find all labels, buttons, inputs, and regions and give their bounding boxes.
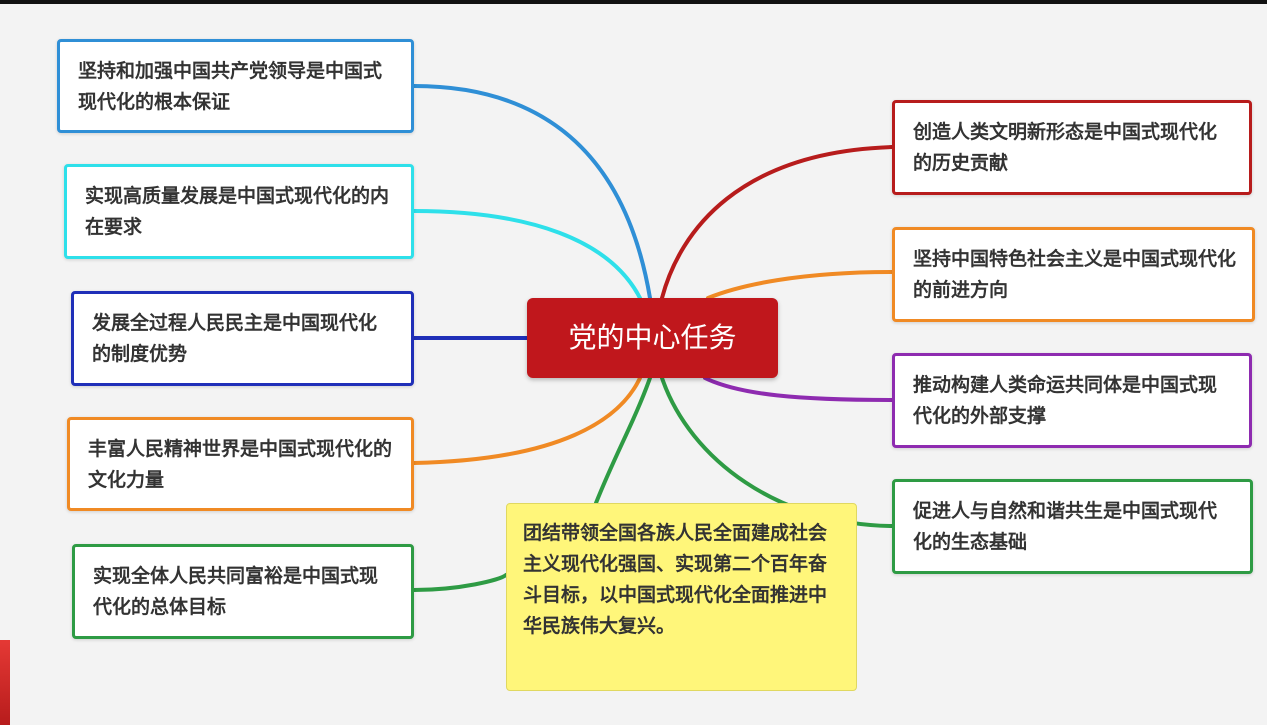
branch-node-right-1: 创造人类文明新形态是中国式现代化的历史贡献 xyxy=(892,100,1252,195)
connector-left-1 xyxy=(412,84,652,300)
goal-note: 团结带领全国各族人民全面建成社会主义现代化强国、实现第二个百年奋斗目标，以中国式… xyxy=(506,503,857,691)
branch-node-left-1: 坚持和加强中国共产党领导是中国式现代化的根本保证 xyxy=(57,39,414,133)
connector-right-1 xyxy=(660,145,894,300)
branch-node-right-2: 坚持中国特色社会主义是中国式现代化的前进方向 xyxy=(892,227,1255,322)
edge-decoration xyxy=(0,640,10,725)
top-border xyxy=(0,0,1267,4)
branch-node-right-3: 推动构建人类命运共同体是中国式现代化的外部支撑 xyxy=(892,353,1252,448)
branch-node-left-2: 实现高质量发展是中国式现代化的内在要求 xyxy=(64,164,414,259)
connector-goal xyxy=(594,376,652,505)
central-topic: 党的中心任务 xyxy=(527,298,778,378)
connector-right-2 xyxy=(706,270,894,300)
connector-left-4 xyxy=(412,376,642,465)
connector-right-3 xyxy=(703,376,894,402)
branch-node-right-4: 促进人与自然和谐共生是中国式现代化的生态基础 xyxy=(892,479,1253,574)
branch-node-left-3: 发展全过程人民民主是中国现代化的制度优势 xyxy=(71,291,414,386)
branch-node-left-4: 丰富人民精神世界是中国式现代化的文化力量 xyxy=(67,417,414,511)
branch-node-left-5: 实现全体人民共同富裕是中国式现代化的总体目标 xyxy=(72,544,414,639)
connector-left-5 xyxy=(412,573,508,592)
connector-left-2 xyxy=(412,209,642,300)
